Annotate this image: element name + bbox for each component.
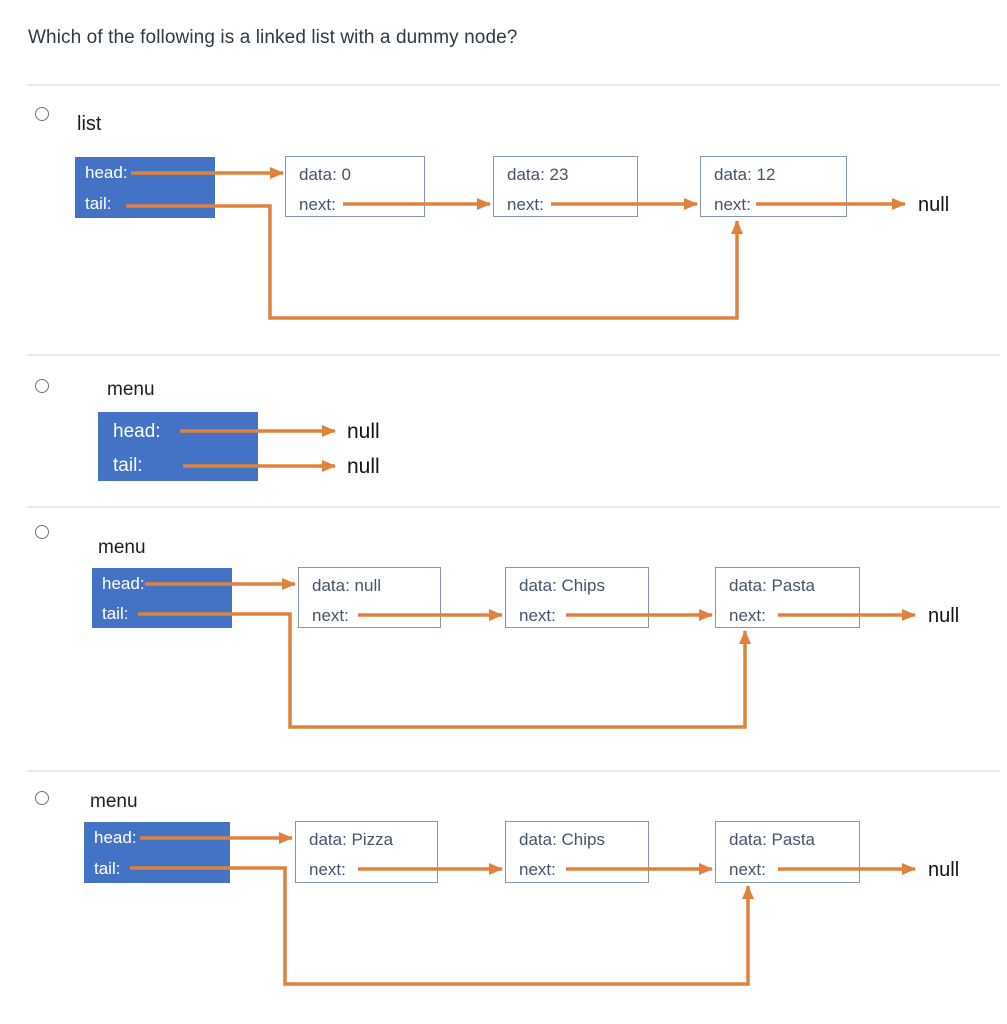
node-data-label: data: Chips — [519, 830, 605, 849]
tail-pointer-label: tail: — [94, 859, 121, 878]
node-data-label: data: 12 — [714, 165, 776, 184]
tail-pointer-label: tail: — [85, 194, 112, 213]
tail-arrow — [126, 204, 743, 320]
node-next-label: next: — [312, 606, 349, 625]
divider — [28, 84, 1000, 86]
option-3-label[interactable]: menu — [98, 537, 146, 558]
node-data-label: data: 23 — [507, 165, 569, 184]
divider — [28, 506, 1000, 508]
list-node: data: null next: — [298, 567, 441, 628]
node-data-label: data: 0 — [299, 165, 351, 184]
node-next-label: next: — [729, 606, 766, 625]
divider — [28, 354, 1000, 356]
node-next-label: next: — [729, 860, 766, 879]
null-terminator-label: null — [347, 455, 380, 478]
node-next-label: next: — [714, 195, 751, 214]
node-data-label: data: Pasta — [729, 830, 816, 849]
tail-pointer-label: tail: — [113, 455, 143, 476]
node-next-label: next: — [507, 195, 544, 214]
tail-pointer-label: tail: — [102, 604, 129, 623]
head-tail-box: head: tail: — [84, 822, 230, 883]
null-terminator-label: null — [918, 194, 950, 216]
node-data-label: data: null — [312, 576, 381, 595]
node-next-label: next: — [519, 860, 556, 879]
option-1-label[interactable]: list — [77, 113, 102, 135]
null-terminator-label: null — [347, 420, 380, 443]
list-node: data: 23 next: — [493, 156, 638, 217]
head-tail-box: head: tail: — [92, 568, 232, 628]
radio-option-2[interactable] — [35, 379, 49, 393]
node-data-label: data: Chips — [519, 576, 605, 595]
node-next-label: next: — [519, 606, 556, 625]
head-pointer-label: head: — [94, 828, 137, 847]
list-node: data: Pasta next: — [715, 567, 860, 628]
list-node: data: Pasta next: — [715, 821, 860, 883]
list-node: data: Chips next: — [505, 821, 649, 883]
head-tail-box: head: tail: — [75, 157, 215, 218]
node-data-label: data: Pizza — [309, 830, 394, 849]
head-pointer-label: head: — [85, 163, 128, 182]
node-next-label: next: — [309, 860, 346, 879]
node-data-label: data: Pasta — [729, 576, 816, 595]
list-node: data: Pizza next: — [295, 821, 438, 883]
list-node: data: 0 next: — [285, 156, 425, 217]
divider — [28, 770, 1000, 772]
tail-arrow — [130, 866, 754, 986]
head-pointer-label: head: — [113, 421, 161, 442]
option-4-label[interactable]: menu — [90, 791, 138, 812]
null-terminator-label: null — [928, 605, 960, 627]
radio-option-1[interactable] — [35, 107, 49, 121]
list-node: data: Chips next: — [505, 567, 649, 628]
head-tail-box: head: tail: — [98, 412, 258, 481]
node-next-label: next: — [299, 195, 336, 214]
tail-arrow — [138, 612, 751, 729]
null-terminator-label: null — [928, 859, 960, 881]
list-node: data: 12 next: — [700, 156, 847, 217]
radio-option-3[interactable] — [35, 525, 49, 539]
question-text: Which of the following is a linked list … — [28, 27, 518, 48]
head-pointer-label: head: — [102, 574, 145, 593]
radio-option-4[interactable] — [35, 791, 49, 805]
option-2-label[interactable]: menu — [107, 379, 155, 400]
